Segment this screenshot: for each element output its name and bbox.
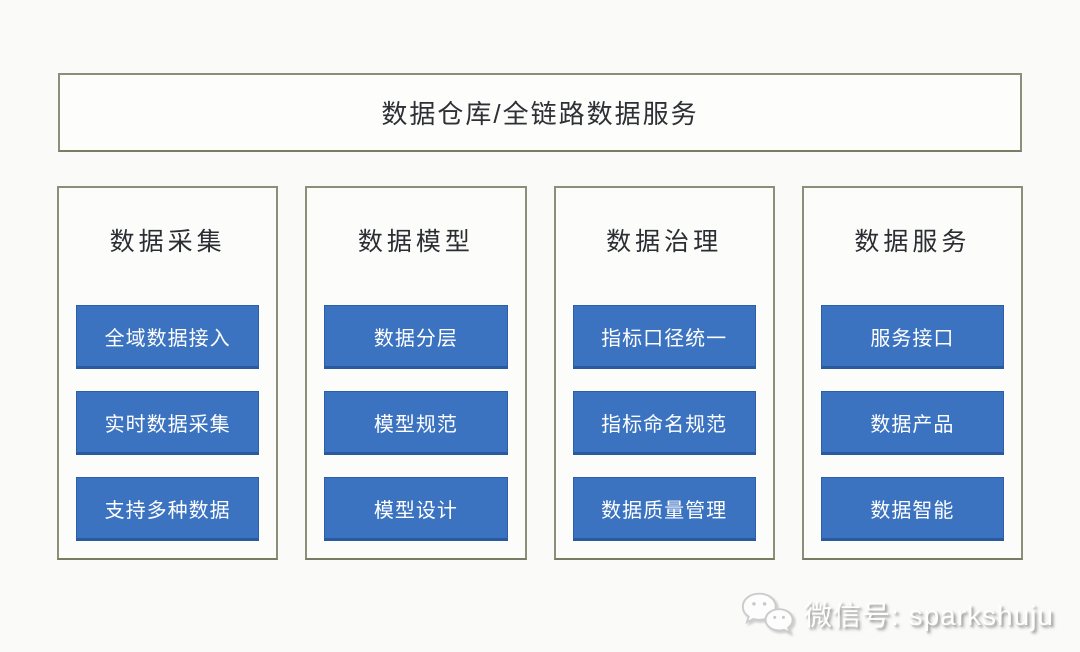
column-data-service: 数据服务 服务接口 数据产品 数据智能: [801, 186, 1023, 560]
block-item: 指标口径统一: [572, 305, 756, 369]
column-header: 数据采集: [109, 228, 226, 256]
block-item: 数据智能: [820, 477, 1004, 541]
watermark: 微信号: sparkshuju: [738, 590, 1054, 638]
block-list: 全域数据接入 实时数据采集 支持多种数据: [76, 305, 260, 541]
column-header: 数据治理: [606, 228, 723, 256]
block-item: 全域数据接入: [76, 305, 260, 369]
block-item: 数据分层: [324, 305, 508, 369]
banner: 数据仓库/全链路数据服务: [58, 73, 1022, 152]
block-item: 数据产品: [820, 391, 1004, 455]
block-item: 服务接口: [820, 305, 1004, 369]
column-header: 数据服务: [854, 228, 971, 256]
block-item: 支持多种数据: [76, 477, 260, 541]
column-header: 数据模型: [357, 228, 474, 256]
column-data-model: 数据模型 数据分层 模型规范 模型设计: [305, 186, 527, 560]
block-list: 数据分层 模型规范 模型设计: [324, 305, 508, 541]
column-data-governance: 数据治理 指标口径统一 指标命名规范 数据质量管理: [553, 186, 775, 560]
watermark-label: 微信号: sparkshuju: [804, 600, 1054, 631]
column-data-collection: 数据采集 全域数据接入 实时数据采集 支持多种数据: [57, 186, 279, 560]
block-item: 数据质量管理: [572, 477, 756, 541]
block-item: 实时数据采集: [76, 391, 260, 455]
block-item: 模型规范: [324, 391, 508, 455]
banner-title: 数据仓库/全链路数据服务: [381, 99, 699, 129]
block-list: 指标口径统一 指标命名规范 数据质量管理: [572, 305, 756, 541]
block-item: 模型设计: [324, 477, 508, 541]
block-list: 服务接口 数据产品 数据智能: [820, 305, 1004, 541]
wechat-icon: [738, 590, 796, 638]
block-item: 指标命名规范: [572, 391, 756, 455]
pillar-columns: 数据采集 全域数据接入 实时数据采集 支持多种数据 数据模型 数据分层 模型规范…: [57, 186, 1023, 560]
